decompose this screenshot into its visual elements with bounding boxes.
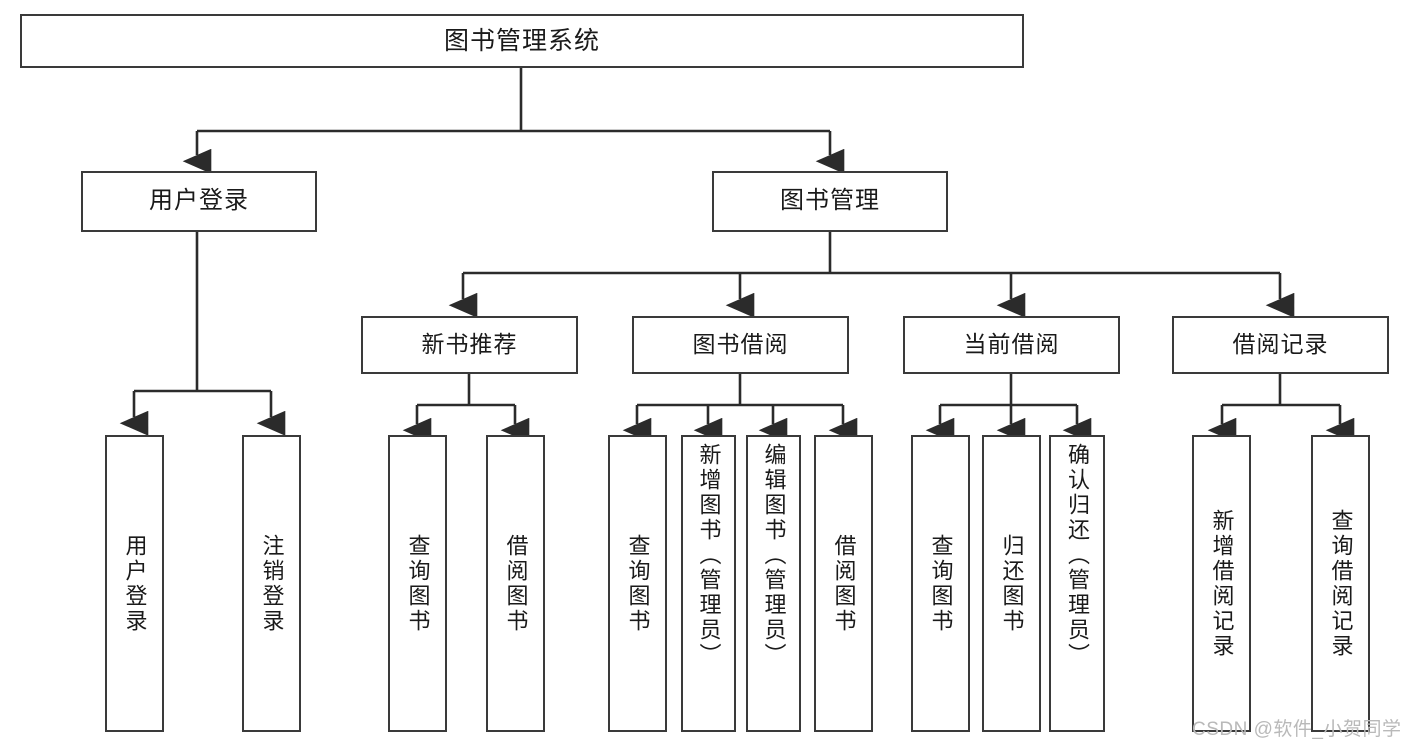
node-current-borrow[interactable]: 当前借阅: [903, 316, 1120, 374]
leaf-add-book-admin-label: 新增图书（管理员）: [696, 443, 722, 668]
leaf-logout[interactable]: 注销登录: [242, 435, 301, 732]
leaf-user-login[interactable]: 用户登录: [105, 435, 164, 732]
leaf-return-books[interactable]: 归还图书: [982, 435, 1041, 732]
leaf-user-login-label: 用户登录: [122, 533, 148, 634]
leaf-return-books-label: 归还图书: [999, 533, 1025, 634]
leaf-add-borrow-record[interactable]: 新增借阅记录: [1192, 435, 1251, 732]
leaf-query-books-current[interactable]: 查询图书: [911, 435, 970, 732]
leaf-query-books-borrow-label: 查询图书: [625, 533, 651, 634]
node-new-book-recommend-label: 新书推荐: [421, 331, 518, 358]
leaf-edit-book-admin-label: 编辑图书（管理员）: [761, 443, 787, 668]
node-book-borrow-label: 图书借阅: [692, 331, 789, 358]
node-book-borrow[interactable]: 图书借阅: [632, 316, 849, 374]
leaf-add-book-admin[interactable]: 新增图书（管理员）: [681, 435, 736, 732]
node-borrow-record-label: 借阅记录: [1232, 331, 1329, 358]
node-user-login-label: 用户登录: [149, 187, 249, 215]
node-new-book-recommend[interactable]: 新书推荐: [361, 316, 578, 374]
node-root[interactable]: 图书管理系统: [20, 14, 1024, 68]
node-current-borrow-label: 当前借阅: [963, 331, 1060, 358]
leaf-query-borrow-record-label: 查询借阅记录: [1328, 508, 1354, 659]
leaf-borrow-books-borrow-label: 借阅图书: [831, 533, 857, 634]
node-book-management[interactable]: 图书管理: [712, 171, 948, 232]
leaf-query-books-current-label: 查询图书: [928, 533, 954, 634]
leaf-add-borrow-record-label: 新增借阅记录: [1209, 508, 1235, 659]
node-book-management-label: 图书管理: [780, 187, 880, 215]
leaf-borrow-books-borrow[interactable]: 借阅图书: [814, 435, 873, 732]
leaf-query-books-recommend-label: 查询图书: [405, 533, 431, 634]
node-root-label: 图书管理系统: [443, 27, 600, 55]
leaf-query-books-recommend[interactable]: 查询图书: [388, 435, 447, 732]
node-user-login[interactable]: 用户登录: [81, 171, 317, 232]
leaf-confirm-return-admin-label: 确认归还（管理员）: [1065, 443, 1090, 668]
leaf-borrow-books-recommend-label: 借阅图书: [503, 533, 529, 634]
leaf-borrow-books-recommend[interactable]: 借阅图书: [486, 435, 545, 732]
leaf-edit-book-admin[interactable]: 编辑图书（管理员）: [746, 435, 801, 732]
leaf-query-borrow-record[interactable]: 查询借阅记录: [1311, 435, 1370, 732]
node-borrow-record[interactable]: 借阅记录: [1172, 316, 1389, 374]
leaf-logout-label: 注销登录: [259, 533, 285, 634]
leaf-query-books-borrow[interactable]: 查询图书: [608, 435, 667, 732]
leaf-confirm-return-admin[interactable]: 确认归还（管理员）: [1049, 435, 1105, 732]
